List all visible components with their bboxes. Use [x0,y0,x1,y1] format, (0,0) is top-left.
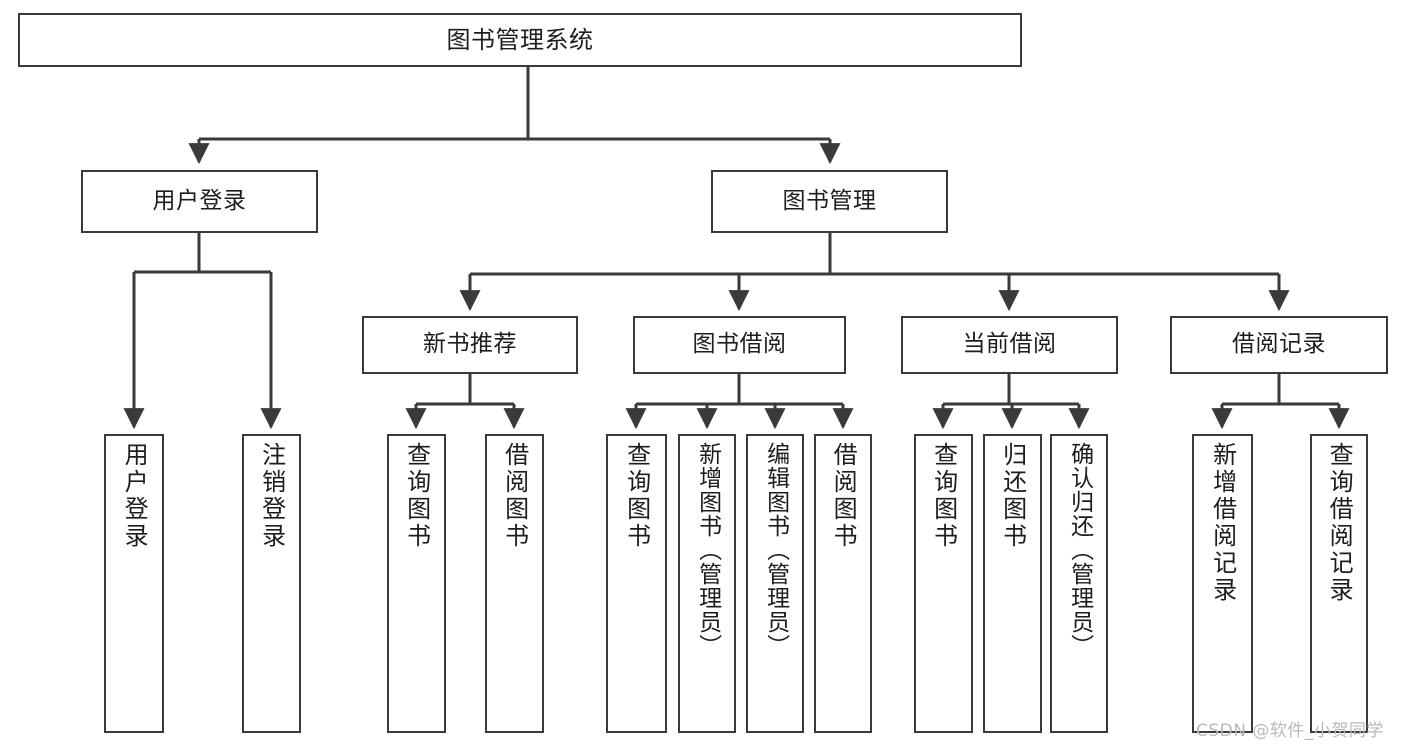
node-leaf-borrow-book-label: 借阅图书 [829,442,858,550]
node-leaf-edit-book-admin[interactable]: 编辑图书（管理员） [746,434,804,733]
node-leaf-borrow-book-recommend-label: 借阅图书 [500,442,529,550]
node-borrow-record[interactable]: 借阅记录 [1170,316,1388,374]
node-user-login-label: 用户登录 [152,187,247,214]
node-leaf-query-book-borrow[interactable]: 查询图书 [606,434,667,733]
node-leaf-return-book-label: 归还图书 [998,442,1027,550]
node-leaf-logout-label: 注销登录 [257,442,286,550]
node-root-system-label: 图书管理系统 [446,25,594,54]
node-leaf-borrow-book[interactable]: 借阅图书 [814,434,872,733]
node-leaf-edit-book-admin-label: 编辑图书（管理员） [762,442,789,658]
node-leaf-confirm-return-admin-label: 确认归还（管理员） [1066,442,1093,658]
node-leaf-query-book-current[interactable]: 查询图书 [914,434,973,733]
node-book-manage[interactable]: 图书管理 [711,170,948,233]
node-leaf-user-login[interactable]: 用户登录 [104,434,164,733]
node-leaf-confirm-return-admin[interactable]: 确认归还（管理员） [1050,434,1108,733]
node-new-book-recommend[interactable]: 新书推荐 [362,316,578,374]
node-leaf-query-book-current-label: 查询图书 [929,442,958,550]
node-leaf-add-book-admin-label: 新增图书（管理员） [694,442,721,658]
node-current-borrow-label: 当前借阅 [962,331,1057,358]
node-leaf-user-login-label: 用户登录 [120,442,149,550]
node-book-manage-label: 图书管理 [782,187,877,214]
node-leaf-add-borrow-record[interactable]: 新增借阅记录 [1192,434,1253,733]
node-leaf-query-borrow-record[interactable]: 查询借阅记录 [1310,434,1368,733]
csdn-watermark: CSDN @软件_小贺同学 [1196,721,1384,741]
node-book-borrow[interactable]: 图书借阅 [633,316,846,374]
node-leaf-return-book[interactable]: 归还图书 [983,434,1042,733]
node-leaf-logout[interactable]: 注销登录 [242,434,301,733]
node-leaf-query-borrow-record-label: 查询借阅记录 [1325,442,1354,604]
node-leaf-add-book-admin[interactable]: 新增图书（管理员） [678,434,736,733]
node-leaf-query-book-borrow-label: 查询图书 [622,442,651,550]
node-new-book-recommend-label: 新书推荐 [423,331,517,358]
node-leaf-borrow-book-recommend[interactable]: 借阅图书 [485,434,544,733]
node-leaf-add-borrow-record-label: 新增借阅记录 [1208,442,1237,604]
node-current-borrow[interactable]: 当前借阅 [901,316,1118,374]
node-book-borrow-label: 图书借阅 [692,331,787,358]
node-leaf-query-book-recommend-label: 查询图书 [402,442,431,550]
node-leaf-query-book-recommend[interactable]: 查询图书 [387,434,446,733]
node-user-login[interactable]: 用户登录 [81,170,318,233]
node-borrow-record-label: 借阅记录 [1232,331,1326,358]
node-root-system[interactable]: 图书管理系统 [18,13,1022,67]
